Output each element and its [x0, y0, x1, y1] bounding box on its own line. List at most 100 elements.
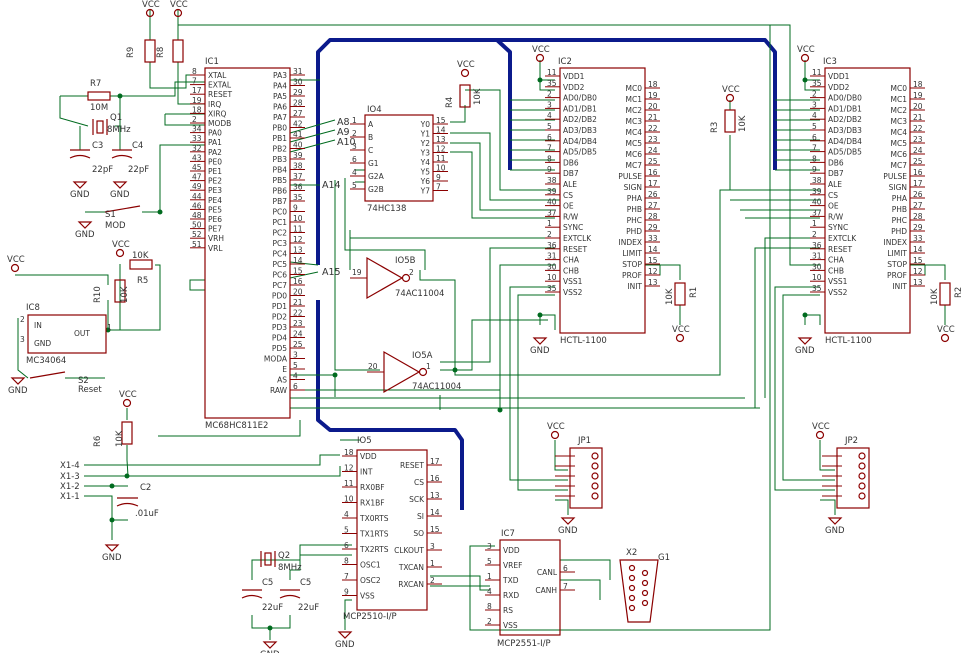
- ic1-pin-label: PC7: [272, 281, 287, 290]
- gnd-symbol: [72, 181, 88, 189]
- ic5-pin-number: 13: [430, 491, 440, 500]
- ic1-pin-label: PC3: [272, 239, 287, 248]
- junctions: [105, 77, 808, 631]
- gate-io5b: IO5B 74AC11004 19 2: [350, 256, 444, 300]
- gnd-label: GND: [530, 346, 550, 356]
- ic2-pin-number: 13: [648, 278, 658, 287]
- ic3-pin-label: VSS2: [828, 288, 848, 297]
- addr-a10: A10: [337, 137, 356, 148]
- capacitors: C3 22pF C4 22pF Q1 8MHz C2 .01uF Q2 8MHz…: [69, 113, 319, 613]
- gnd-label: GND: [335, 640, 355, 650]
- ic1-left-pins: XTAL8EXTAL7RESET17IRQ19XIRQ18MODB2PA034P…: [190, 67, 232, 253]
- ic2-pin-label: PHA: [627, 194, 643, 203]
- ic1-pin-number: 27: [293, 109, 303, 118]
- ic4-pin-number: 11: [436, 154, 446, 163]
- ic1-pin-number: 49: [192, 182, 202, 191]
- ic4-pin-label: Y5: [420, 168, 431, 177]
- vcc-symbol: [815, 430, 825, 440]
- ic8-name: MC34064: [26, 356, 66, 366]
- ic1-pin-label: PE7: [208, 225, 222, 234]
- ic3-pin-number: 10: [812, 273, 822, 282]
- ic5-pin-number: 10: [344, 495, 354, 504]
- ic5-pin-number: 14: [430, 508, 440, 517]
- ic5-ref: IO5: [357, 436, 372, 446]
- ic3-pin-label: CS: [828, 191, 838, 200]
- ic3-pin-number: 26: [913, 190, 923, 199]
- ic3-pin-number: 2: [812, 230, 817, 239]
- ic7-mcp2551: IC7 MCP2551-I/P VDD3VREF5TXD1RXD4RS8VSS2…: [485, 529, 575, 649]
- ic5-pin-label: RX0BF: [360, 483, 385, 492]
- ic2-pin-label: LIMIT: [622, 249, 642, 258]
- gnd-label: GND: [75, 230, 95, 240]
- ic2-pin-number: 6: [547, 133, 552, 142]
- ic2-pin-label: PHB: [627, 205, 642, 214]
- ic3-pin-label: MC3: [891, 117, 908, 126]
- ic4-pin-number: 14: [436, 126, 446, 135]
- ic1-pin-number: 15: [293, 267, 303, 276]
- ic5-mcp2510: IO5 MCP2510-I/P VDD18INT12RX0BF11RX1BF10…: [342, 436, 442, 622]
- ic2-pin-label: EXTCLK: [563, 234, 592, 243]
- ic3-pin-label: DB6: [828, 158, 844, 167]
- ic5-pin-label: TX0RTS: [359, 514, 389, 523]
- ic2-pin-number: 35: [547, 284, 557, 293]
- ic3-pin-label: CHA: [828, 256, 845, 265]
- ic5-pin-number: 7: [344, 572, 349, 581]
- ic3-pin-label: MC4: [891, 128, 908, 137]
- gate-io5a-in: 20: [368, 362, 378, 371]
- ic1-pin-label: PB1: [273, 134, 288, 143]
- gnd-symbol: [560, 517, 576, 525]
- ic4-pin-label: G1: [368, 159, 379, 168]
- ic1-pin-number: 8: [192, 67, 197, 76]
- ic1-pin-number: 43: [192, 153, 202, 162]
- gate-io5a-name: 74AC11004: [412, 382, 461, 392]
- ic8-pin-gnd: GND: [34, 339, 51, 348]
- ic2-pin-number: 26: [648, 190, 658, 199]
- ic2-pin-number: 21: [648, 113, 658, 122]
- ic5-pin-label: SCK: [409, 495, 425, 504]
- ic1-ref: IC1: [205, 57, 219, 67]
- ic3-pin-number: 24: [913, 146, 923, 155]
- ic3-pin-label: PHA: [892, 194, 908, 203]
- ic2-pin-number: 4: [547, 111, 552, 120]
- ic4-pin-label: Y4: [420, 158, 431, 167]
- x2-label: X2: [626, 548, 637, 558]
- ic1-pin-number: 48: [192, 211, 202, 220]
- ic1-pin-label: E: [282, 365, 287, 374]
- ic5-pin-label: VDD: [360, 452, 377, 461]
- ic3-pin-label: PHD: [891, 227, 907, 236]
- ic4-pin-number: 4: [352, 168, 357, 177]
- vcc-symbol: [145, 8, 155, 18]
- ic3-pin-label: MC2: [891, 106, 908, 115]
- ic1-pin-number: 12: [293, 235, 303, 244]
- gnd-label: GND: [70, 190, 90, 200]
- ic1-pin-label: PB3: [273, 155, 288, 164]
- r7-label: R7: [90, 79, 101, 89]
- ic7-pin-number: 2: [487, 617, 492, 626]
- ic2-pin-label: ALE: [563, 180, 577, 189]
- vcc-symbol: [940, 333, 950, 343]
- ic2-pin-number: 11: [547, 68, 557, 77]
- gnd-label: GND: [110, 190, 130, 200]
- vcc-label: VCC: [119, 390, 137, 400]
- ic3-pin-label: R/W: [828, 212, 844, 221]
- ic2-pin-number: 17: [648, 179, 658, 188]
- ic2-pin-number: 16: [648, 168, 658, 177]
- ic4-pin-number: 13: [436, 135, 446, 144]
- ic3-name: HCTL-1100: [825, 336, 872, 346]
- vcc-label: VCC: [532, 45, 550, 55]
- ic3-pin-number: 17: [913, 179, 923, 188]
- r2-label: R2: [954, 287, 964, 298]
- x1-2-label: X1-2: [60, 482, 80, 492]
- ic1-pin-label: PA6: [273, 103, 287, 112]
- ic3-pin-number: 6: [812, 133, 817, 142]
- gate-io5a-ref: IO5A: [412, 351, 433, 361]
- ic3-pin-label: INDEX: [884, 238, 907, 247]
- ic7-pin-number: 1: [487, 572, 492, 581]
- x2-dsub-connector: X2 G1: [619, 548, 670, 623]
- r6-label: R6: [93, 436, 103, 447]
- ic2-pin-label: SIGN: [624, 183, 642, 192]
- ic1-pin-number: 32: [192, 144, 202, 153]
- ic5-pin-label: RESET: [400, 461, 424, 470]
